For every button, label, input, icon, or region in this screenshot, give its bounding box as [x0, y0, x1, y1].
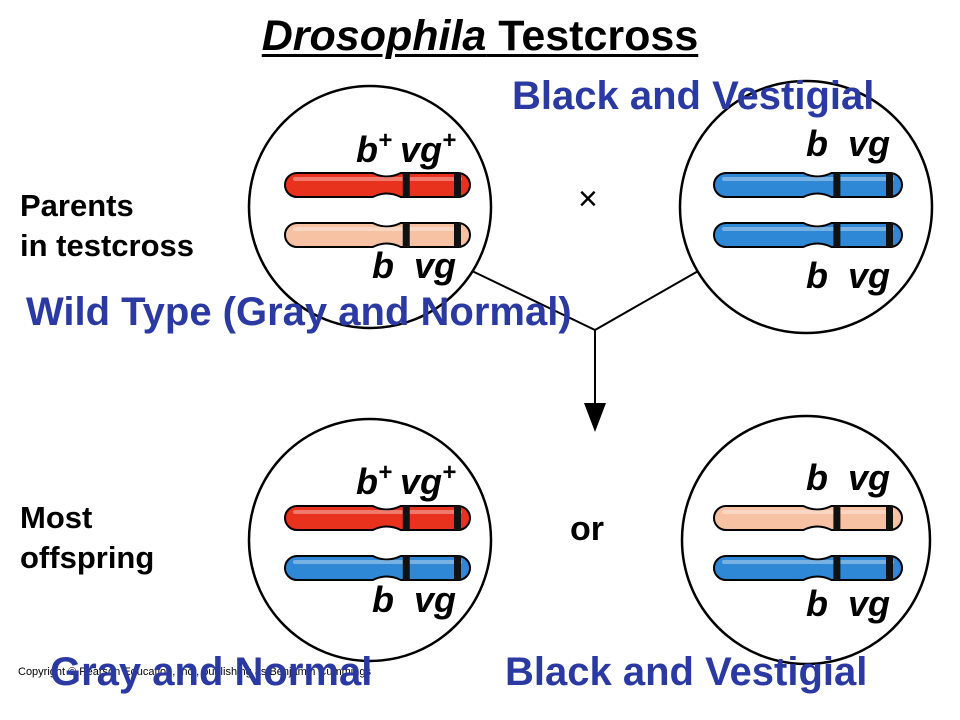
gene-b-superscript: +	[378, 127, 392, 154]
gene-band-b	[833, 556, 841, 580]
gene-vg: vg	[848, 255, 890, 296]
chromosome-parent-right-top	[713, 172, 903, 198]
gene-b: b	[806, 255, 828, 296]
parents-label: Parents in testcross	[20, 186, 194, 266]
gene-band-vg	[454, 173, 461, 197]
chromosome-parent-right-bottom	[713, 222, 903, 248]
gene-band-vg	[454, 223, 461, 247]
gene-vg: vg	[414, 245, 456, 286]
gene-b: b	[356, 129, 378, 170]
gene-band-vg	[886, 556, 893, 580]
gene-vg: vg	[848, 457, 890, 498]
chromosome-highlight	[293, 177, 462, 181]
copyright-text: Copyright © Pearson Education, Inc., pub…	[18, 666, 371, 678]
chromosome-highlight	[722, 227, 894, 231]
offspring-label: Most offspring	[20, 498, 154, 578]
gene-band-b	[402, 173, 410, 197]
chromosome-offspring-left-top	[284, 505, 471, 531]
chromosome-highlight	[722, 177, 894, 181]
chromosome-body	[713, 505, 903, 531]
gene-label-offspring-left-top: b+vg+	[356, 459, 456, 502]
parent-right-circle	[678, 79, 934, 335]
chromosome-parent-left-bottom	[284, 222, 471, 248]
chromosome-offspring-left-bottom	[284, 555, 471, 581]
chromosome-body	[713, 222, 903, 248]
gene-band-b	[833, 506, 841, 530]
chromosome-body	[284, 172, 471, 198]
gene-b: b	[372, 579, 394, 620]
gene-vg: vg	[414, 579, 456, 620]
offspring-left-circle	[247, 417, 493, 663]
offspring-right-circle	[680, 414, 932, 666]
chromosome-highlight	[722, 560, 894, 564]
chromosome-parent-left-top	[284, 172, 471, 198]
chromosome-body	[713, 172, 903, 198]
connector-right	[594, 269, 701, 331]
title-italic: Drosophila	[261, 12, 487, 60]
gene-b: b	[372, 245, 394, 286]
parent-left-circle	[247, 84, 493, 330]
connector-left	[469, 269, 596, 331]
gene-label-parent-left-top: b+vg+	[356, 127, 456, 170]
gene-band-vg	[454, 506, 461, 530]
gene-b-superscript: +	[378, 459, 392, 486]
chromosome-highlight	[722, 510, 894, 514]
chromosome-highlight	[293, 227, 462, 231]
chromosome-highlight	[293, 510, 462, 514]
page-title: Drosophila Testcross	[0, 12, 960, 61]
gene-band-b	[402, 223, 410, 247]
gene-band-b	[833, 223, 841, 247]
gene-vg-superscript: +	[442, 459, 456, 486]
gene-band-vg	[886, 506, 893, 530]
chromosome-body	[713, 555, 903, 581]
caption-parent-left: Wild Type (Gray and Normal)	[26, 290, 572, 334]
arrow-head	[584, 403, 606, 432]
title-rest: Testcross	[486, 12, 699, 60]
gene-vg: vg	[848, 123, 890, 164]
chromosome-body	[284, 222, 471, 248]
chromosome-highlight	[293, 560, 462, 564]
chromosome-body	[284, 555, 471, 581]
caption-offspring-right: Black and Vestigial	[505, 650, 868, 694]
gene-band-vg	[454, 556, 461, 580]
gene-b: b	[806, 583, 828, 624]
parents-label-line1: Parents	[20, 188, 134, 223]
caption-parent-right: Black and Vestigial	[512, 74, 875, 118]
gene-vg: vg	[400, 129, 442, 170]
gene-vg: vg	[848, 583, 890, 624]
gene-vg: vg	[400, 461, 442, 502]
chromosome-body	[284, 505, 471, 531]
gene-band-b	[402, 556, 410, 580]
gene-band-b	[833, 173, 841, 197]
gene-b: b	[356, 461, 378, 502]
gene-b: b	[806, 123, 828, 164]
parents-label-line2: in testcross	[20, 228, 195, 263]
offspring-label-line1: Most	[20, 500, 93, 535]
gene-band-vg	[886, 223, 893, 247]
gene-band-b	[402, 506, 410, 530]
gene-b: b	[806, 457, 828, 498]
caption-offspring-left: Gray and Normal	[50, 650, 373, 694]
gene-band-vg	[886, 173, 893, 197]
chromosome-offspring-right-top	[713, 505, 903, 531]
offspring-label-line2: offspring	[20, 540, 155, 575]
cross-symbol: ×	[578, 180, 598, 218]
or-label: or	[570, 510, 604, 548]
chromosome-offspring-right-bottom	[713, 555, 903, 581]
gene-vg-superscript: +	[442, 127, 456, 154]
